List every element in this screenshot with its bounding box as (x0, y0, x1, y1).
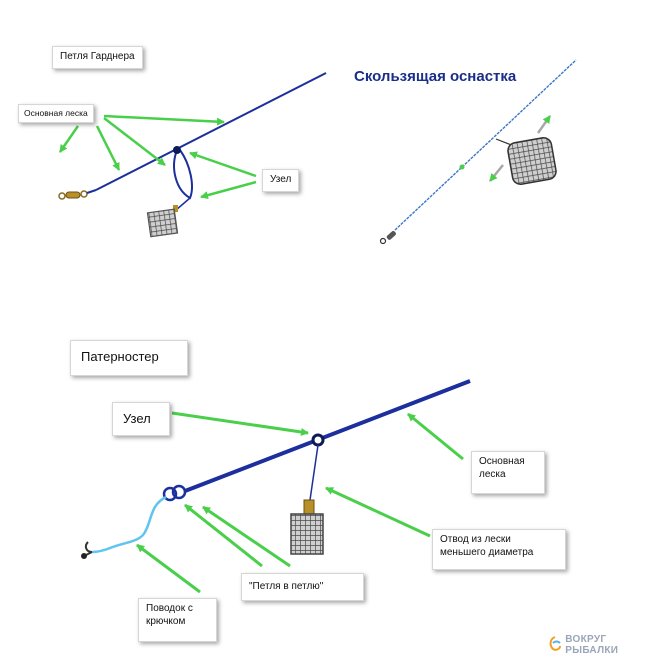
paternoster-arrow-loop-right (202, 505, 291, 568)
sliding-rig (379, 59, 577, 245)
brand: ВОКРУГ РЫБАЛКИ (545, 634, 658, 656)
paternoster-main-line-label-line1: Основная (479, 456, 525, 467)
gardner-main-line-label: Основная леска (18, 104, 94, 123)
paternoster-knot-label: Узел (112, 402, 170, 436)
brand-text: ВОКРУГ РЫБАЛКИ (565, 634, 619, 656)
sliding-main-line (394, 59, 577, 231)
paternoster-arrow-loop-left (184, 503, 263, 568)
paternoster-feeder-icon (290, 499, 324, 555)
paternoster-arrow-leader (136, 543, 201, 594)
sliding-title: Скользящая оснастка (354, 68, 517, 85)
paternoster-leader-label-line2: крючком (146, 615, 186, 627)
paternoster-main-line-label: Основная леска (471, 451, 545, 494)
paternoster-branch-label-line2: меньшего диаметра (440, 546, 534, 558)
gardner-feeder-icon (146, 205, 179, 238)
gardner-arrow-knot-lower (200, 180, 257, 200)
paternoster-branch-label: Отвод из лески меньшего диаметра (432, 529, 566, 570)
paternoster-arrow-branch (325, 486, 431, 538)
paternoster-arrow-main-line (407, 412, 464, 461)
gardner-arrow-knot-upper (189, 151, 257, 178)
paternoster-arrows (136, 411, 464, 594)
gardner-arrow-main-right (103, 114, 225, 126)
gardner-main-line (95, 72, 327, 191)
paternoster-loop-label: "Петля в петлю" (241, 573, 364, 601)
gardner-title: Петля Гарднера (52, 46, 143, 69)
paternoster-branch-line (309, 444, 319, 501)
paternoster-knot-icon (311, 433, 325, 447)
sliding-feeder-icon (507, 137, 557, 185)
gardner-arrow-main-left (58, 125, 80, 153)
gardner-arrow-main-down (95, 125, 121, 171)
sliding-arrow-down (489, 164, 504, 182)
paternoster-branch-label-line1: Отвод из лески (440, 534, 511, 545)
brand-logo-icon (549, 636, 561, 651)
fish-hook-logo-icon (545, 637, 560, 653)
paternoster-rig (81, 379, 471, 594)
gardner-arrows (58, 114, 257, 200)
paternoster-loop-icon (162, 484, 187, 502)
paternoster-leader-label: Поводок с крючком (138, 598, 217, 642)
sliding-stopper-icon (459, 164, 465, 170)
gardner-rig (58, 72, 327, 238)
paternoster-hook-icon (81, 541, 93, 559)
paternoster-title: Патерностер (70, 340, 188, 376)
gardner-knot-label: Узел (262, 169, 300, 192)
sliding-arrow-up (536, 115, 552, 134)
paternoster-main-line (184, 379, 471, 493)
paternoster-leader-line (91, 495, 167, 554)
gardner-loop-icon (173, 146, 193, 211)
paternoster-arrow-knot (171, 411, 309, 436)
paternoster-leader-label-line1: Поводок с (146, 603, 193, 614)
paternoster-main-line-label-line2: леска (479, 468, 506, 480)
gardner-swivel-icon (58, 189, 97, 200)
gardner-arrow-main-line (103, 117, 166, 166)
sliding-swivel-icon (379, 230, 396, 245)
